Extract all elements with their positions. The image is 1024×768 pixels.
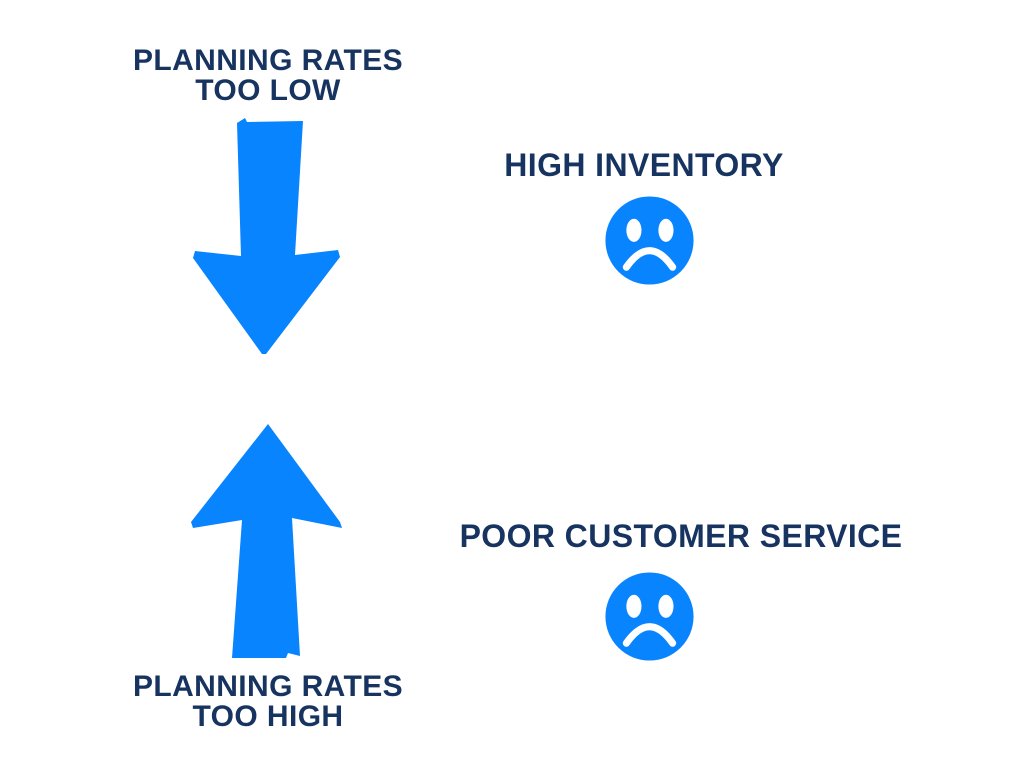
up-arrow-icon: [191, 424, 342, 658]
cause-bottom-line-1: PLANNING RATES: [132, 670, 404, 703]
label-planning-rates-too-high: PLANNING RATES TOO HIGH: [68, 672, 468, 732]
cause-top-line-1: PLANNING RATES: [132, 44, 404, 77]
cause-bottom-line-2: TOO HIGH: [192, 700, 344, 733]
label-planning-rates-too-low: PLANNING RATES TOO LOW: [68, 46, 468, 106]
label-high-inventory: HIGH INVENTORY: [504, 147, 784, 183]
cause-top-line-2: TOO LOW: [195, 74, 341, 107]
label-poor-customer-service: POOR CUSTOMER SERVICE: [459, 518, 903, 554]
down-arrow-icon: [193, 118, 340, 354]
sad-face-icon: [605, 196, 694, 285]
sad-face-icon: [605, 572, 694, 661]
